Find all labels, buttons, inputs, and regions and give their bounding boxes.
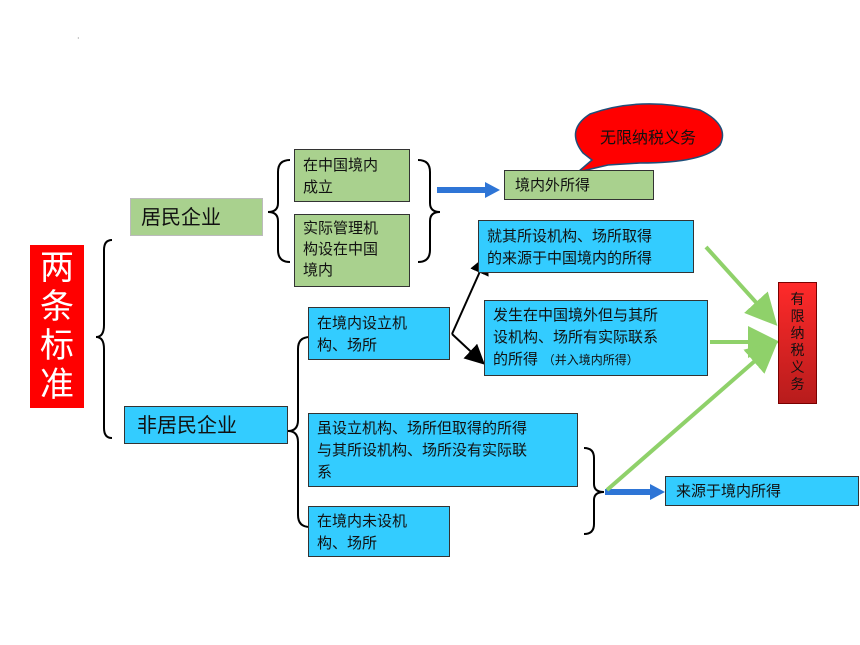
title-char: 准: [40, 364, 74, 405]
callout-label: 无限纳税义务: [599, 128, 696, 147]
nonresident-income-domestic: 就其所设机构、场所取得 的来源于中国境内的所得: [478, 220, 694, 273]
limited-char: 限: [790, 309, 805, 325]
nonresident-income-foreign-connected: 发生在中国境外但与其所 设机构、场所有实际联系 的所得 （并入境内所得）: [484, 300, 708, 376]
brace-nonresident: [287, 336, 311, 528]
cond-line: 在境内设立机: [317, 314, 408, 332]
limited-tax-obligation-box: 有 限 纳 税 义 务: [778, 282, 817, 404]
brace-resident-left: [267, 159, 291, 263]
callout-text: 无限纳税义务: [583, 124, 713, 148]
arrow-nonresident: [605, 484, 665, 500]
limited-char: 有: [790, 292, 805, 308]
cond-line: 在境内未设机: [317, 512, 408, 530]
cond-line: 虽设立机构、场所但取得的所得: [317, 419, 528, 437]
cond-line: 构、场所: [317, 534, 378, 552]
cond-line: 成立: [303, 178, 334, 196]
corner-dot: ·: [77, 34, 80, 43]
green-arrow-3: [605, 340, 779, 492]
green-arrow-1: [704, 245, 778, 326]
cond-line: 境内: [303, 261, 334, 279]
two-standards-title: 两 条 标 准: [30, 245, 84, 408]
cond-line: 构设在中国: [303, 240, 379, 258]
nonresident-income-result: 来源于境内所得: [665, 476, 859, 506]
arrow-resident: [437, 182, 500, 198]
result-label: 来源于境内所得: [676, 482, 782, 500]
nonresident-enterprise-box: 非居民企业: [124, 406, 288, 444]
cond-line: 在中国境内: [303, 156, 379, 174]
resident-condition-established: 在中国境内 成立: [294, 149, 410, 202]
cond-line: 系: [317, 463, 333, 481]
income-line: 的来源于中国境内的所得: [487, 249, 653, 267]
resident-income-result: 境内外所得: [504, 170, 654, 200]
title-char: 条: [40, 286, 74, 327]
income-line: 发生在中国境外但与其所: [493, 306, 659, 324]
cond-line: 实际管理机: [303, 219, 379, 237]
income-line: 设机构、场所有实际联系: [493, 328, 659, 346]
income-line: 就其所设机构、场所取得: [487, 227, 653, 245]
title-char: 标: [40, 325, 74, 366]
arrow-to-r2: [451, 333, 485, 365]
callout-bubble: [574, 103, 724, 173]
limited-char: 义: [790, 360, 805, 376]
limited-char: 务: [790, 377, 805, 393]
resident-label: 居民企业: [141, 205, 221, 229]
brace-main: [95, 239, 113, 439]
nonresident-label: 非居民企业: [137, 413, 237, 437]
limited-char: 纳: [790, 326, 805, 342]
cond-line: 与其所设机构、场所没有实际联: [317, 441, 528, 459]
limited-char: 税: [790, 343, 805, 359]
resident-enterprise-box: 居民企业: [130, 198, 263, 236]
income-line-3: 的所得: [493, 350, 539, 368]
income-line: 的所得 （并入境内所得）: [493, 348, 699, 371]
result-label: 境内外所得: [515, 176, 591, 194]
merge-note: （并入境内所得）: [542, 353, 639, 367]
nonresident-condition-unconnected: 虽设立机构、场所但取得的所得 与其所设机构、场所没有实际联 系: [308, 413, 578, 487]
brace-b-c: [583, 447, 605, 535]
brace-resident-right: [417, 159, 441, 263]
nonresident-condition-established: 在境内设立机 构、场所: [308, 307, 450, 360]
cond-line: 构、场所: [317, 336, 378, 354]
title-char: 两: [40, 247, 74, 288]
nonresident-condition-none: 在境内未设机 构、场所: [308, 506, 450, 557]
resident-condition-management: 实际管理机 构设在中国 境内: [294, 214, 410, 287]
